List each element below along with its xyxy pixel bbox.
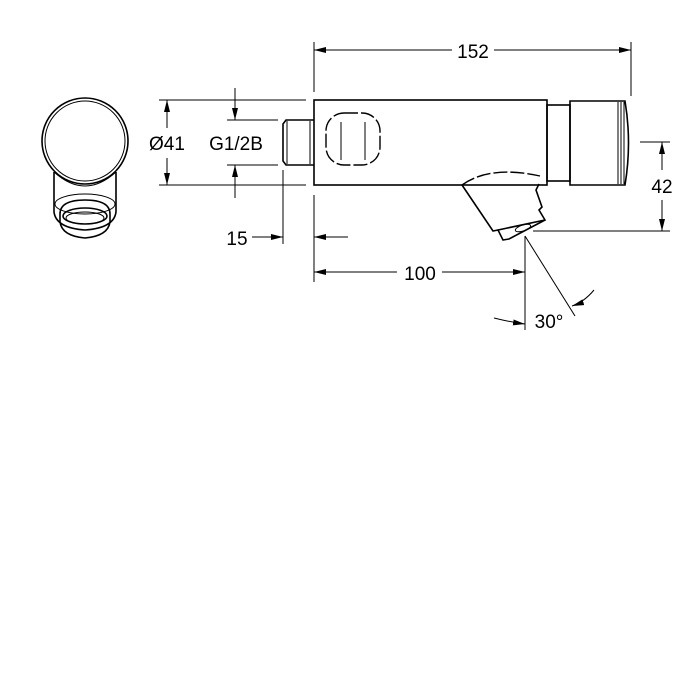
dimension-42: 42 bbox=[533, 141, 673, 232]
dimension-diameter: Ø41 bbox=[149, 99, 306, 186]
dim-label-15: 15 bbox=[226, 229, 247, 250]
tap-body bbox=[282, 99, 630, 241]
dim-label-diameter: Ø41 bbox=[149, 134, 185, 155]
dim-label-angle: 30° bbox=[535, 312, 564, 333]
dim-label-thread: G1/2B bbox=[209, 134, 263, 155]
dim-label-152: 152 bbox=[457, 42, 489, 63]
dimension-angle: 30° bbox=[493, 235, 595, 333]
push-button-outline bbox=[325, 112, 381, 166]
dimension-152: 152 bbox=[313, 42, 632, 96]
dim-label-100: 100 bbox=[404, 264, 436, 285]
dimension-thread: G1/2B bbox=[209, 88, 278, 198]
end-view bbox=[41, 97, 129, 239]
dim-label-42: 42 bbox=[651, 177, 672, 198]
dimension-100: 100 bbox=[314, 236, 526, 330]
dimension-15: 15 bbox=[226, 170, 348, 282]
